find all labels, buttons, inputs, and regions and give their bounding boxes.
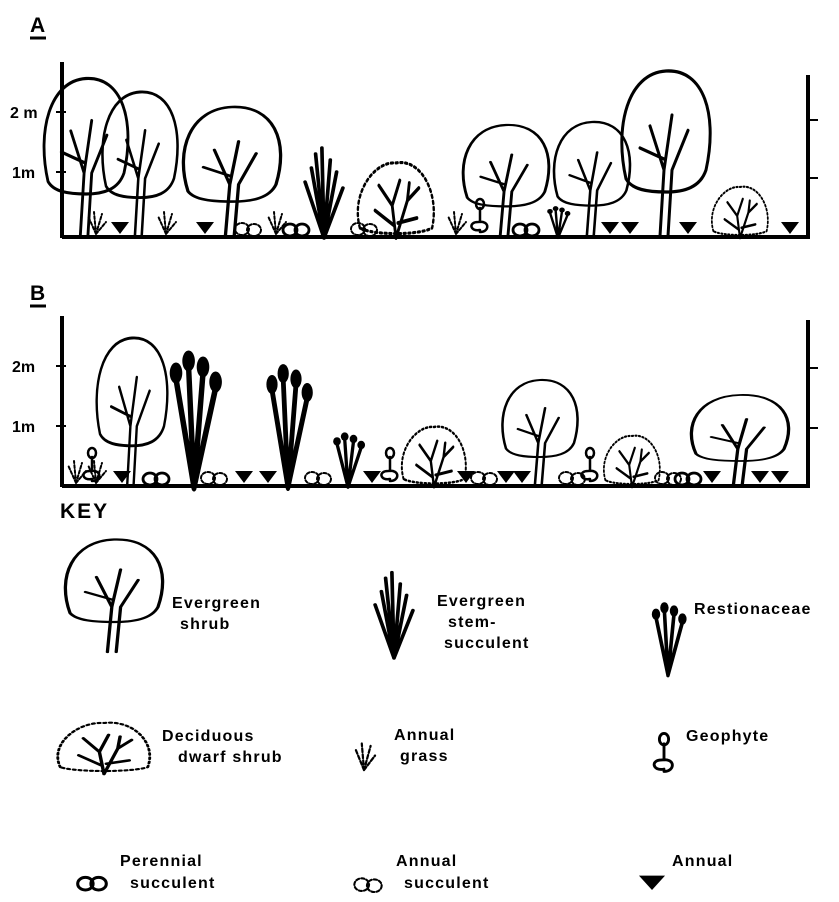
annual-grass-icon	[355, 744, 375, 770]
key-label-evergreen-shrub-2: shrub	[180, 616, 230, 633]
svg-text:Deciduous dwarf shrub: Deciduous dwarf shrub	[162, 728, 283, 766]
key-item-perennial-succulent: Perennial succulent	[78, 853, 216, 892]
key-label-geophyte: Geophyte	[686, 728, 769, 745]
key-item-geophyte: Geophyte	[654, 728, 769, 771]
panel-b-tick-2m: 2m	[12, 359, 35, 376]
annual-icon	[639, 876, 665, 890]
panel-b-axes	[56, 316, 818, 487]
key-label-annual-succulent-2: succulent	[404, 875, 490, 892]
panel-a-tick-1m: 1m	[12, 165, 35, 182]
annual-succulent-icon	[354, 878, 381, 892]
svg-text:Perennial succulent: Perennial succulent	[120, 853, 216, 892]
perennial-succulent-icon	[78, 877, 107, 890]
key-label-perennial-succulent-2: succulent	[130, 875, 216, 892]
panel-a: A 2 m 1m	[10, 14, 818, 238]
panel-a-plants	[44, 71, 799, 238]
key-label-evergreen-shrub-1: Evergreen	[172, 595, 261, 612]
restionaceae-icon	[652, 602, 687, 675]
svg-text:Annual succulent: Annual succulent	[396, 853, 490, 892]
key-label-restionaceae: Restionaceae	[694, 601, 812, 618]
panel-a-label: A	[30, 14, 45, 37]
svg-text:Evergreen shrub: Evergreen shrub	[172, 595, 267, 633]
key-label-annual-succulent-1: Annual	[396, 853, 457, 870]
svg-text:Evergreen stem-: Evergreen stem- succulent	[437, 593, 532, 652]
svg-text:Annual grass: Annual grass	[394, 727, 461, 765]
key: KEY Evergreen shrub Evergreen stem- succ…	[58, 500, 812, 892]
key-title: KEY	[60, 500, 109, 523]
evergreen-stem-succulent-icon	[375, 573, 413, 659]
key-item-annual: Annual	[639, 853, 733, 890]
key-item-evergreen-stem-succulent: Evergreen stem- succulent	[375, 573, 532, 659]
panel-a-axes	[56, 62, 818, 238]
key-label-stem-succulent-3: succulent	[444, 635, 530, 652]
key-item-restionaceae: Restionaceae	[652, 601, 812, 675]
key-label-perennial-succulent-1: Perennial	[120, 853, 203, 870]
panel-a-tick-2m: 2 m	[10, 105, 38, 122]
key-label-annual-grass-1: Annual	[394, 727, 455, 744]
deciduous-dwarf-shrub-icon	[58, 723, 150, 774]
key-label-annual-grass-2: grass	[400, 748, 449, 765]
key-item-deciduous-dwarf-shrub: Deciduous dwarf shrub	[58, 723, 283, 774]
key-label-deciduous-2: dwarf shrub	[178, 749, 283, 766]
geophyte-icon	[654, 733, 672, 771]
key-label-stem-succulent-1: Evergreen	[437, 593, 526, 610]
evergreen-shrub-icon	[65, 539, 162, 652]
panel-b-label: B	[30, 282, 45, 305]
key-label-stem-succulent-2: stem-	[448, 614, 497, 631]
key-item-annual-succulent: Annual succulent	[354, 853, 489, 892]
key-item-evergreen-shrub: Evergreen shrub	[65, 539, 266, 652]
key-item-annual-grass: Annual grass	[355, 727, 461, 770]
panel-b-tick-1m: 1m	[12, 419, 35, 436]
key-label-annual: Annual	[672, 853, 733, 870]
key-label-deciduous-1: Deciduous	[162, 728, 255, 745]
panel-b-plants	[68, 338, 789, 487]
panel-b: B 2m 1m	[12, 282, 818, 487]
